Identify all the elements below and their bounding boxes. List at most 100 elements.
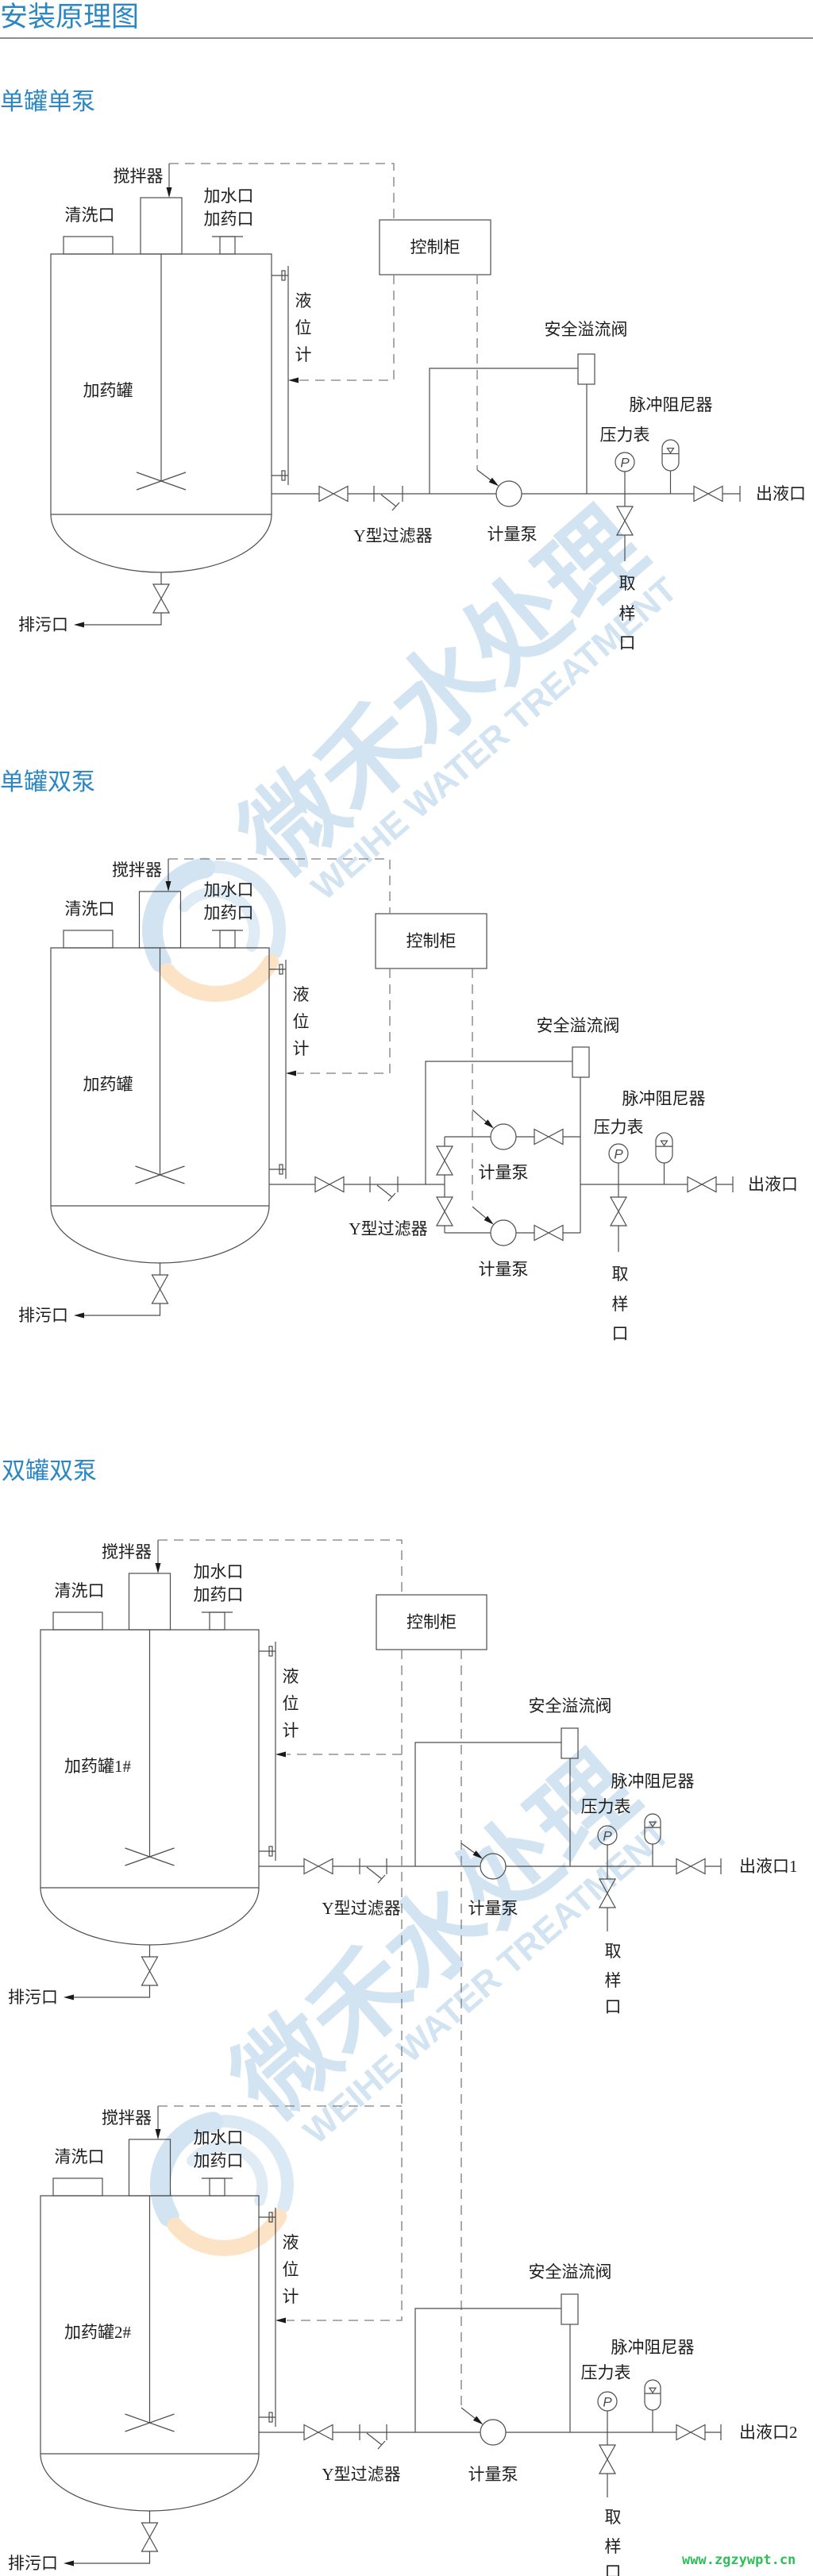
level-gauge: 液位计 <box>272 266 312 485</box>
metering-pump-label: 计量泵 <box>487 525 538 544</box>
mixer-motor-icon <box>128 1573 171 1631</box>
control-signal-line <box>287 1650 403 2321</box>
level-gauge: 液位计 <box>259 2208 299 2427</box>
metering-pump-label: 计量泵 <box>479 1163 529 1182</box>
safety-relief-valve-icon <box>561 2293 579 2325</box>
outlet-valve-icon <box>676 2424 706 2441</box>
metering-pump-label: 计量泵 <box>468 1899 518 1918</box>
mixer-signal-arrow-icon <box>166 187 172 198</box>
water-inlet-label: 加水口 <box>204 880 254 899</box>
process-diagrams: 控制柜加药罐搅拌器清洗口加水口加药口液位计排污口Y型过滤器安全溢流阀计量泵出液口… <box>8 163 806 2576</box>
control-cabinet-box <box>375 913 487 969</box>
tank-dished-bottom <box>50 514 272 573</box>
section-title-single-tank-single-pump: 单罐单泵 <box>0 88 95 116</box>
pulse-damper-label: 脉冲阻尼器 <box>630 395 713 414</box>
section-title-double-tank-double-pump: 双罐双泵 <box>2 1457 97 1485</box>
y-strainer-icon <box>373 486 403 511</box>
level-gauge: 液位计 <box>259 1642 299 1861</box>
inlet-valve-icon <box>314 1176 345 1193</box>
bypass-pipe <box>414 2308 561 2432</box>
inlet-valve-icon <box>303 1858 333 1875</box>
safety-relief-valve-icon <box>577 353 595 385</box>
y-filter-label: Y型过滤器 <box>349 1219 427 1238</box>
brand-logo-icon <box>142 857 287 1002</box>
metering-pump-icon <box>480 2419 507 2446</box>
drain-arrow-icon <box>74 1312 84 1319</box>
drain: 排污口 <box>18 1263 169 1325</box>
metering-pump-label: 计量泵 <box>468 2465 518 2484</box>
level-gauge-valve-icon <box>281 270 286 281</box>
pressure-gauge-symbol: P <box>620 456 630 471</box>
control-cabinet: 控制柜 <box>379 219 491 275</box>
pressure-gauge-label: 压力表 <box>581 2363 631 2382</box>
sampling-port-label-char: 取 <box>619 574 636 593</box>
dosing-inlet-label: 加药口 <box>194 1585 244 1604</box>
pulse-damper-icon <box>655 1132 673 1164</box>
sampling-port-label-char: 口 <box>605 2563 622 2576</box>
mixer-label: 搅拌器 <box>102 1542 152 1561</box>
level-gauge-label-char: 计 <box>293 1039 310 1058</box>
cleaning-port-icon <box>63 236 114 255</box>
pulse-damper-label: 脉冲阻尼器 <box>622 1089 706 1108</box>
level-gauge: 液位计 <box>269 960 310 1179</box>
metering-pump: 计量泵 <box>476 469 538 544</box>
pulse-damper-label: 脉冲阻尼器 <box>611 2338 695 2357</box>
level-signal-arrow-icon <box>275 2317 286 2324</box>
brand-watermark: 微禾水处理 WEIHE WATER TREATMENT <box>219 488 684 907</box>
pressure-gauge-label: 压力表 <box>600 425 650 445</box>
control-signal-lines <box>166 163 478 470</box>
agitator-blade <box>136 472 187 491</box>
cleaning-port-label: 清洗口 <box>55 2147 105 2166</box>
sampling-port-label-char: 样 <box>612 1295 629 1314</box>
control-cabinet: 控制柜 <box>376 1594 487 1650</box>
tank-dished-bottom <box>50 1205 270 1264</box>
level-signal-arrow-icon <box>286 1070 296 1076</box>
water-inlet-label: 加水口 <box>194 1562 244 1581</box>
control-signal-line <box>297 968 391 1074</box>
drain-pipe <box>72 1985 151 1998</box>
sampling-valve-icon <box>598 1878 617 1908</box>
logo-swirl-arc <box>159 954 279 1002</box>
mixer-signal-arrow-icon <box>155 2129 161 2139</box>
mixer: 搅拌器 <box>112 861 185 1184</box>
dosing-inlet-label: 加药口 <box>204 903 254 922</box>
pulse-damper-label: 脉冲阻尼器 <box>611 1772 695 1791</box>
strainer-cap <box>377 2440 386 2450</box>
control-signal-lines <box>155 1539 462 2408</box>
drain-arrow-icon <box>74 622 84 628</box>
pressure-gauge-label: 压力表 <box>581 1797 631 1816</box>
level-signal-arrow-icon <box>288 377 299 383</box>
drain: 排污口 <box>8 1945 159 2007</box>
tank-label: 加药罐 <box>83 381 133 400</box>
y-filter-label: Y型过滤器 <box>353 526 432 545</box>
sampling-port-label-char: 口 <box>619 633 636 653</box>
liquid-level-triangle-icon <box>666 447 675 454</box>
section-title-single-tank-double-pump: 单罐双泵 <box>0 768 95 796</box>
tank-dished-bottom <box>40 2453 260 2512</box>
pump-control-signal <box>472 1206 488 1220</box>
logo-swirl-arc <box>167 2208 287 2256</box>
strainer-body <box>366 1866 383 1880</box>
liquid-level-triangle-icon <box>648 1821 657 1828</box>
strainer-body <box>366 2432 383 2446</box>
level-gauge-label-char: 液 <box>295 291 312 310</box>
drain-valve-icon <box>141 2522 159 2552</box>
signal-arrow-icon <box>484 1119 494 1129</box>
inlet-port-icon <box>209 2177 225 2197</box>
strainer-body <box>376 1184 393 1198</box>
pulse-damper: 脉冲阻尼器 <box>630 395 713 494</box>
logo-swirl-arc <box>179 887 260 952</box>
level-gauge-valve-icon <box>279 964 283 975</box>
mixer: 搅拌器 <box>102 2108 175 2432</box>
level-gauge-label-char: 位 <box>283 1694 299 1713</box>
safety-relief-valve-label: 安全溢流阀 <box>537 1016 620 1035</box>
level-gauge-valve-icon <box>281 470 286 481</box>
control-cabinet-label: 控制柜 <box>406 1613 457 1632</box>
metering-pump-label: 计量泵 <box>479 1260 529 1279</box>
level-gauge-label-char: 位 <box>295 318 312 337</box>
strainer-cap <box>391 502 400 511</box>
diagram-section: 控制柜加药罐搅拌器清洗口加水口加药口液位计排污口Y型过滤器安全溢流阀计量泵计量泵… <box>18 858 798 1343</box>
